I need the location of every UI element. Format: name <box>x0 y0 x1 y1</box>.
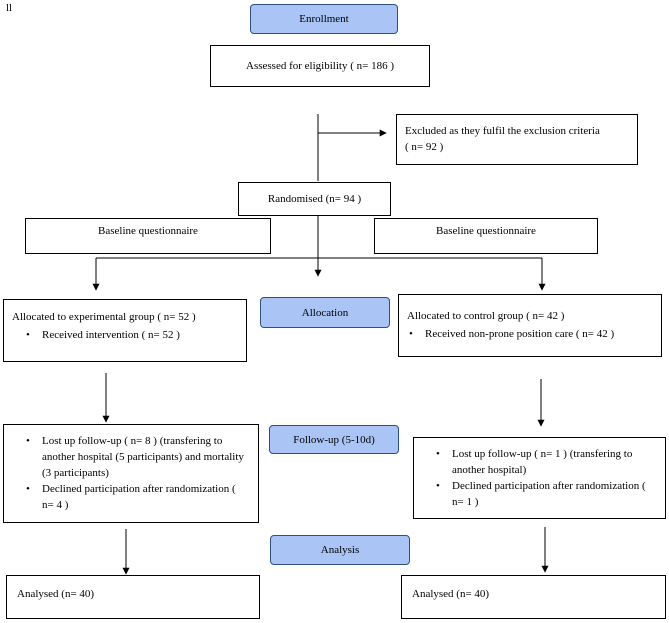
excluded-line-2: ( n= 92 ) <box>405 140 444 153</box>
excluded-line-1: Excluded as they fulfil the exclusion cr… <box>405 125 600 137</box>
analysed-right-box: Analysed (n= 40) <box>401 575 666 619</box>
followup-right-list: Lost up follow-up ( n= 1 ) (transfering … <box>422 447 657 511</box>
baseline-right-text: Baseline questionnaire <box>436 225 536 237</box>
allocated-experimental-bullet: Received intervention ( n= 52 ) <box>12 328 238 344</box>
allocated-experimental-box: Allocated to experimental group ( n= 52 … <box>3 299 247 362</box>
assessed-text: Assessed for eligibility ( n= 186 ) <box>246 60 394 72</box>
allocated-control-title: Allocated to control group ( n= 42 ) <box>407 310 565 322</box>
stage-followup: Follow-up (5-10d) <box>269 425 399 454</box>
analysed-right-text: Analysed (n= 40) <box>412 588 490 600</box>
excluded-box: Excluded as they fulfil the exclusion cr… <box>396 114 638 165</box>
corner-mark: ll <box>6 2 13 14</box>
stage-analysis: Analysis <box>270 535 410 565</box>
stage-followup-label: Follow-up (5-10d) <box>293 433 375 446</box>
followup-left-list: Lost up follow-up ( n= 8 ) (transfering … <box>12 434 250 514</box>
followup-right-bullet-1: Lost up follow-up ( n= 1 ) (transfering … <box>422 447 657 479</box>
allocated-control-list: Received non-prone position care ( n= 42… <box>407 327 653 343</box>
followup-left-bullet-1: Lost up follow-up ( n= 8 ) (transfering … <box>12 434 250 482</box>
randomised-text: Randomised (n= 94 ) <box>267 193 362 205</box>
analysed-left-text: Analysed (n= 40) <box>17 588 95 600</box>
stage-enrollment-label: Enrollment <box>299 13 349 25</box>
followup-left-bullet-2: Declined participation after randomizati… <box>12 482 250 514</box>
allocated-control-box: Allocated to control group ( n= 42 ) Rec… <box>398 294 662 357</box>
baseline-left-box: Baseline questionnaire <box>25 218 271 254</box>
allocated-control-bullet: Received non-prone position care ( n= 42… <box>407 327 653 343</box>
assessed-box: Assessed for eligibility ( n= 186 ) <box>210 45 430 87</box>
analysed-left-box: Analysed (n= 40) <box>6 575 260 619</box>
followup-right-box: Lost up follow-up ( n= 1 ) (transfering … <box>413 437 666 519</box>
allocated-experimental-title: Allocated to experimental group ( n= 52 … <box>12 311 196 323</box>
stage-analysis-label: Analysis <box>320 544 360 556</box>
stage-enrollment: Enrollment <box>250 4 398 34</box>
baseline-right-box: Baseline questionnaire <box>374 218 598 254</box>
stage-allocation-label: Allocation <box>301 306 349 319</box>
randomised-box: Randomised (n= 94 ) <box>238 182 391 216</box>
baseline-left-text: Baseline questionnaire <box>98 225 198 237</box>
allocated-experimental-list: Received intervention ( n= 52 ) <box>12 328 238 344</box>
followup-right-bullet-2: Declined participation after randomizati… <box>422 479 657 511</box>
stage-allocation: Allocation <box>260 297 390 328</box>
followup-left-box: Lost up follow-up ( n= 8 ) (transfering … <box>3 424 259 523</box>
